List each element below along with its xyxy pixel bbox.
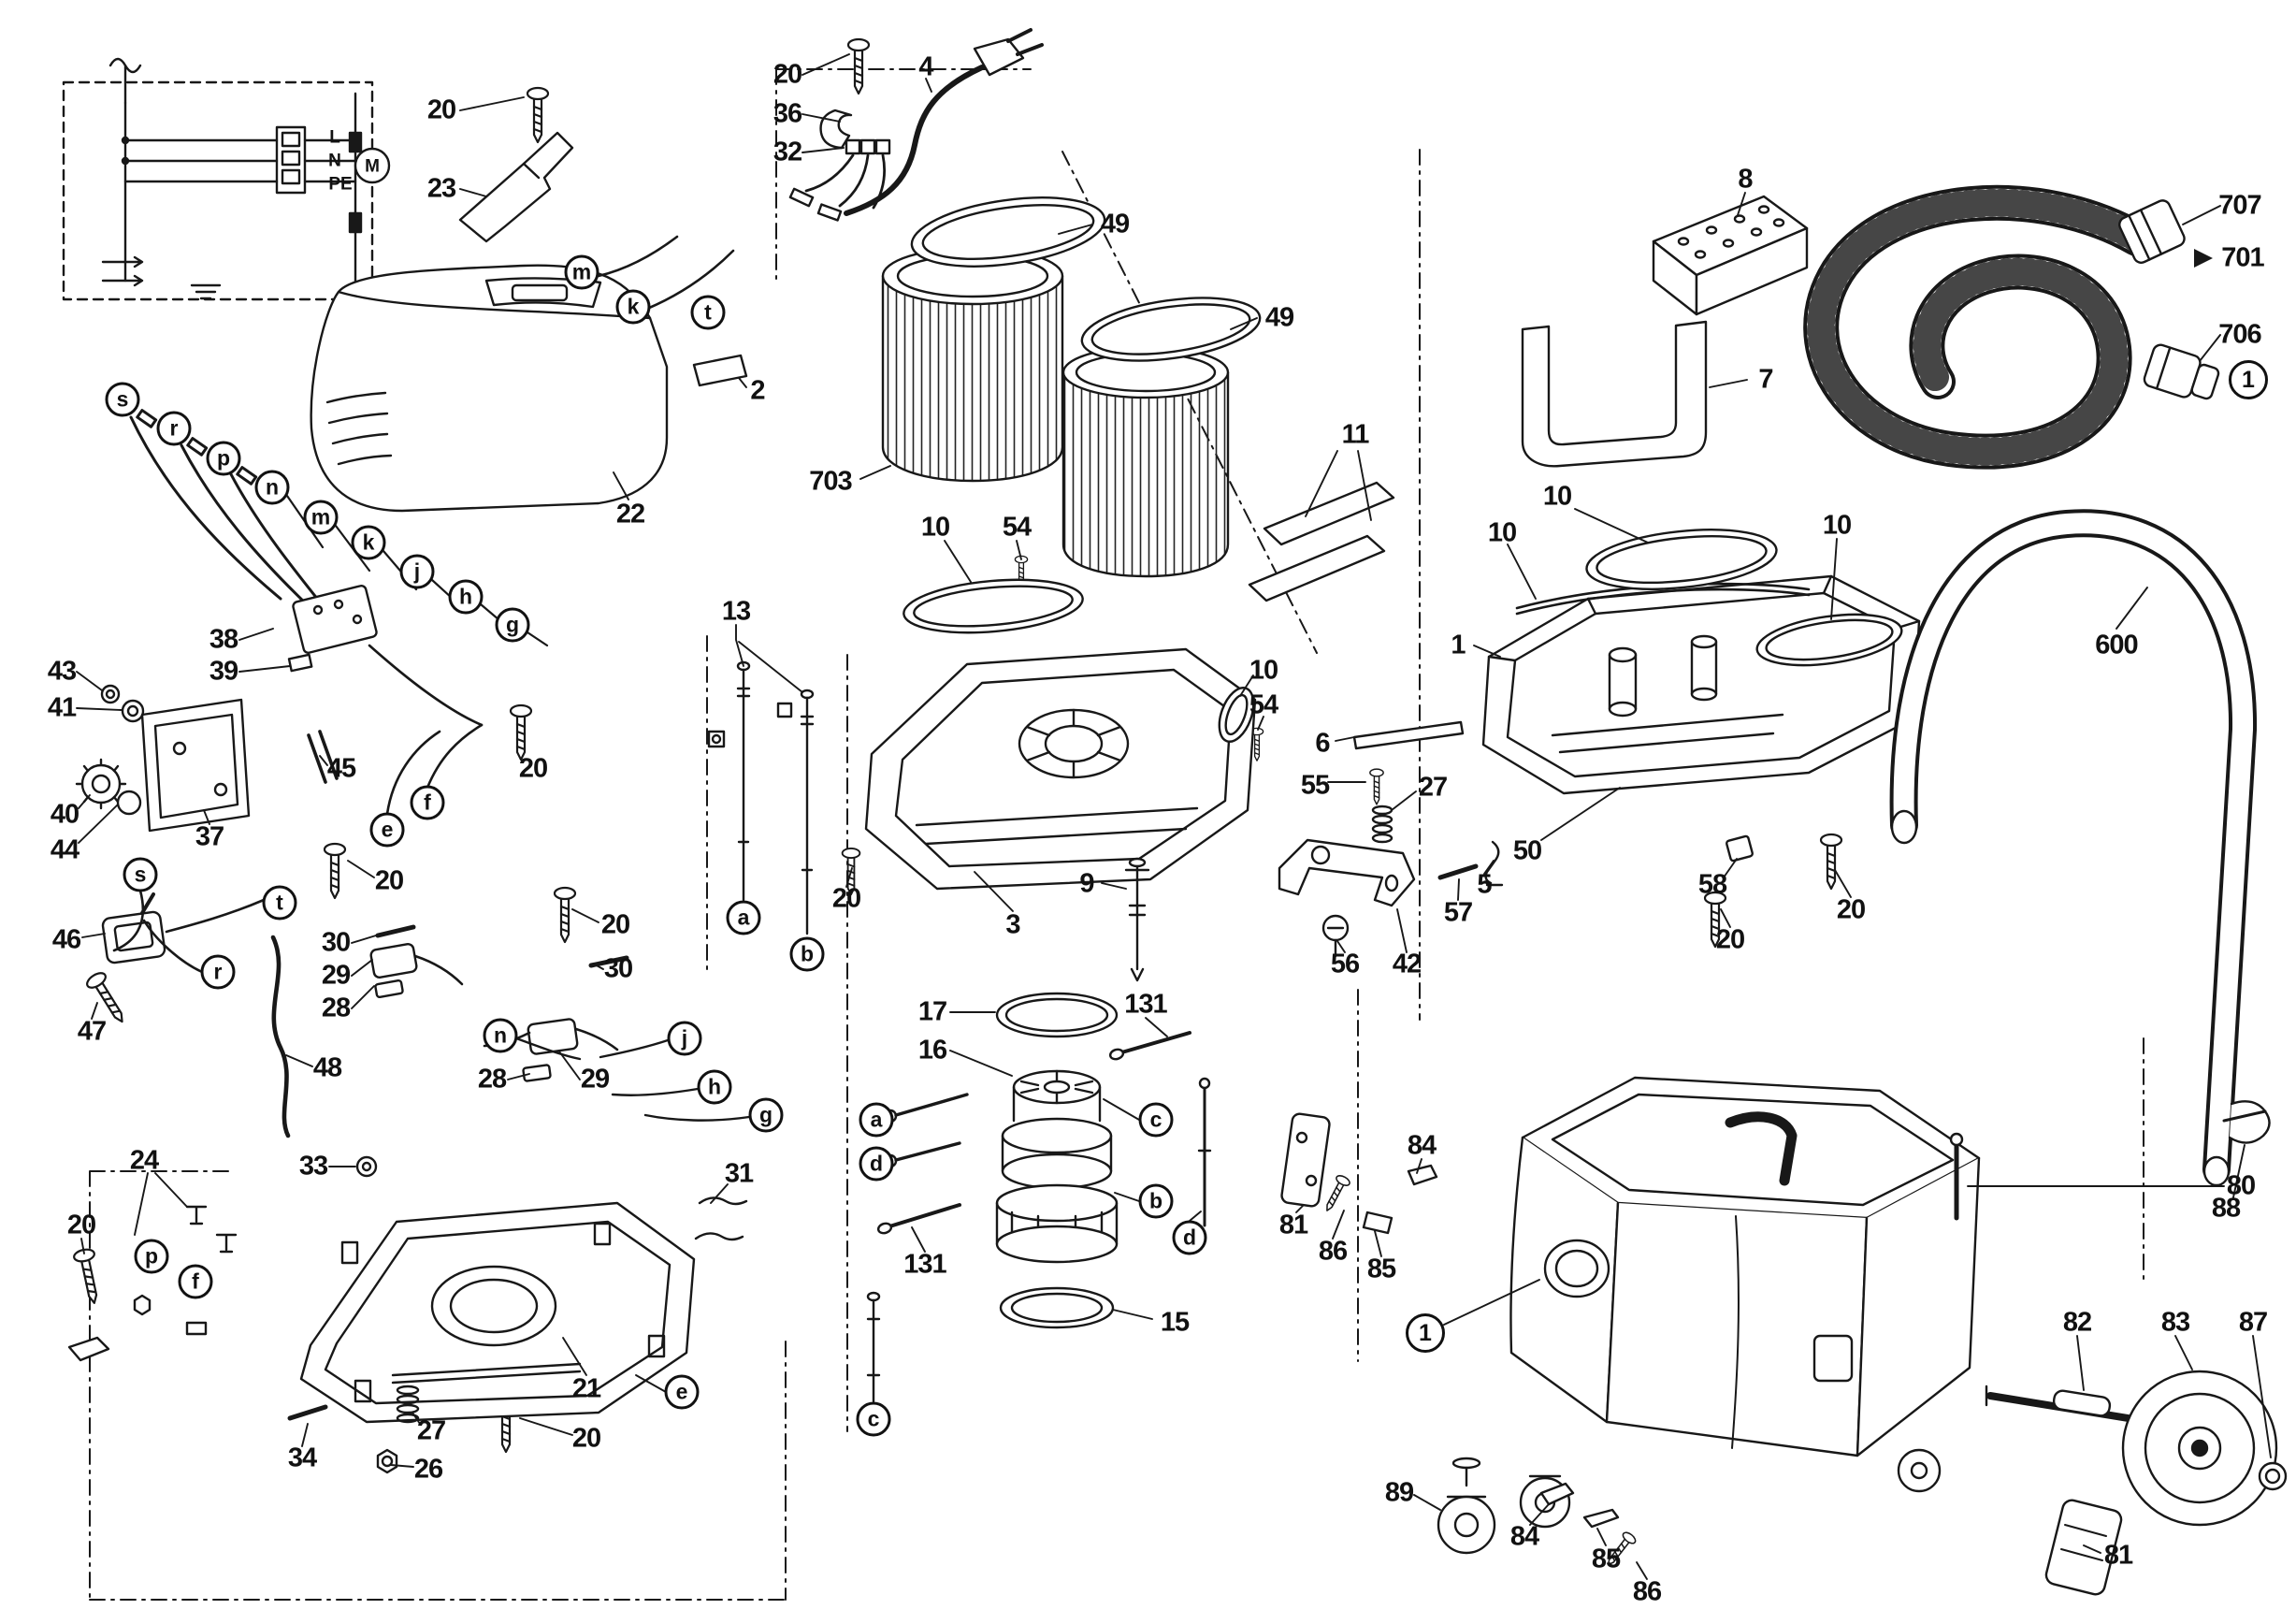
connector-board-38-39 — [287, 585, 378, 673]
filter-cartridges-illustration — [881, 196, 1262, 578]
base-plate-21 — [67, 1155, 748, 1474]
lower-container-80 — [1509, 1076, 1981, 1529]
wiring-schematic-illustration — [62, 57, 391, 301]
filter-gasket-49b — [1080, 297, 1262, 362]
caster-89 — [1437, 1457, 1496, 1555]
gasket-10b — [1755, 613, 1903, 667]
leader-lines — [76, 53, 2272, 1580]
long-screw-131a — [1108, 1031, 1191, 1061]
long-screw-131b — [876, 1203, 961, 1235]
accessory-box-8 — [1652, 195, 1809, 316]
wheel-axle-assembly — [1985, 1370, 2288, 1527]
holder-7 — [1521, 320, 1708, 468]
filter-gasket-49a — [910, 196, 1106, 268]
foam-strips-11 — [1248, 481, 1395, 602]
mid-housing-3 — [864, 578, 1257, 982]
float-assembly — [1278, 720, 1754, 958]
motor-assembly-16 — [866, 992, 1212, 1403]
gasket-10c — [903, 578, 1084, 634]
cover-bracket-23 — [458, 131, 574, 243]
cable-48 — [270, 935, 291, 1138]
connector-32 — [804, 138, 891, 210]
hose-cuff-707 — [2118, 199, 2186, 264]
valve-pin-9 — [1124, 857, 1150, 982]
hose-connector-706 — [2143, 343, 2220, 400]
suction-hose-illustration — [1803, 184, 2220, 470]
label-plate-2 — [692, 354, 748, 387]
container-small-parts — [1280, 1112, 2123, 1596]
pin-parts-13 — [707, 660, 815, 935]
hose-clip-88 — [2222, 1100, 2271, 1144]
gasket-10a — [1585, 529, 1778, 590]
motor-cover-illustration — [310, 264, 669, 513]
revision-arrow-icon — [2194, 249, 2213, 268]
capacitor-groups — [369, 924, 751, 1122]
switch-pot-group — [75, 684, 339, 1138]
push-handle-600 — [1889, 509, 2258, 1187]
upper-container-illustration — [1481, 529, 1921, 795]
